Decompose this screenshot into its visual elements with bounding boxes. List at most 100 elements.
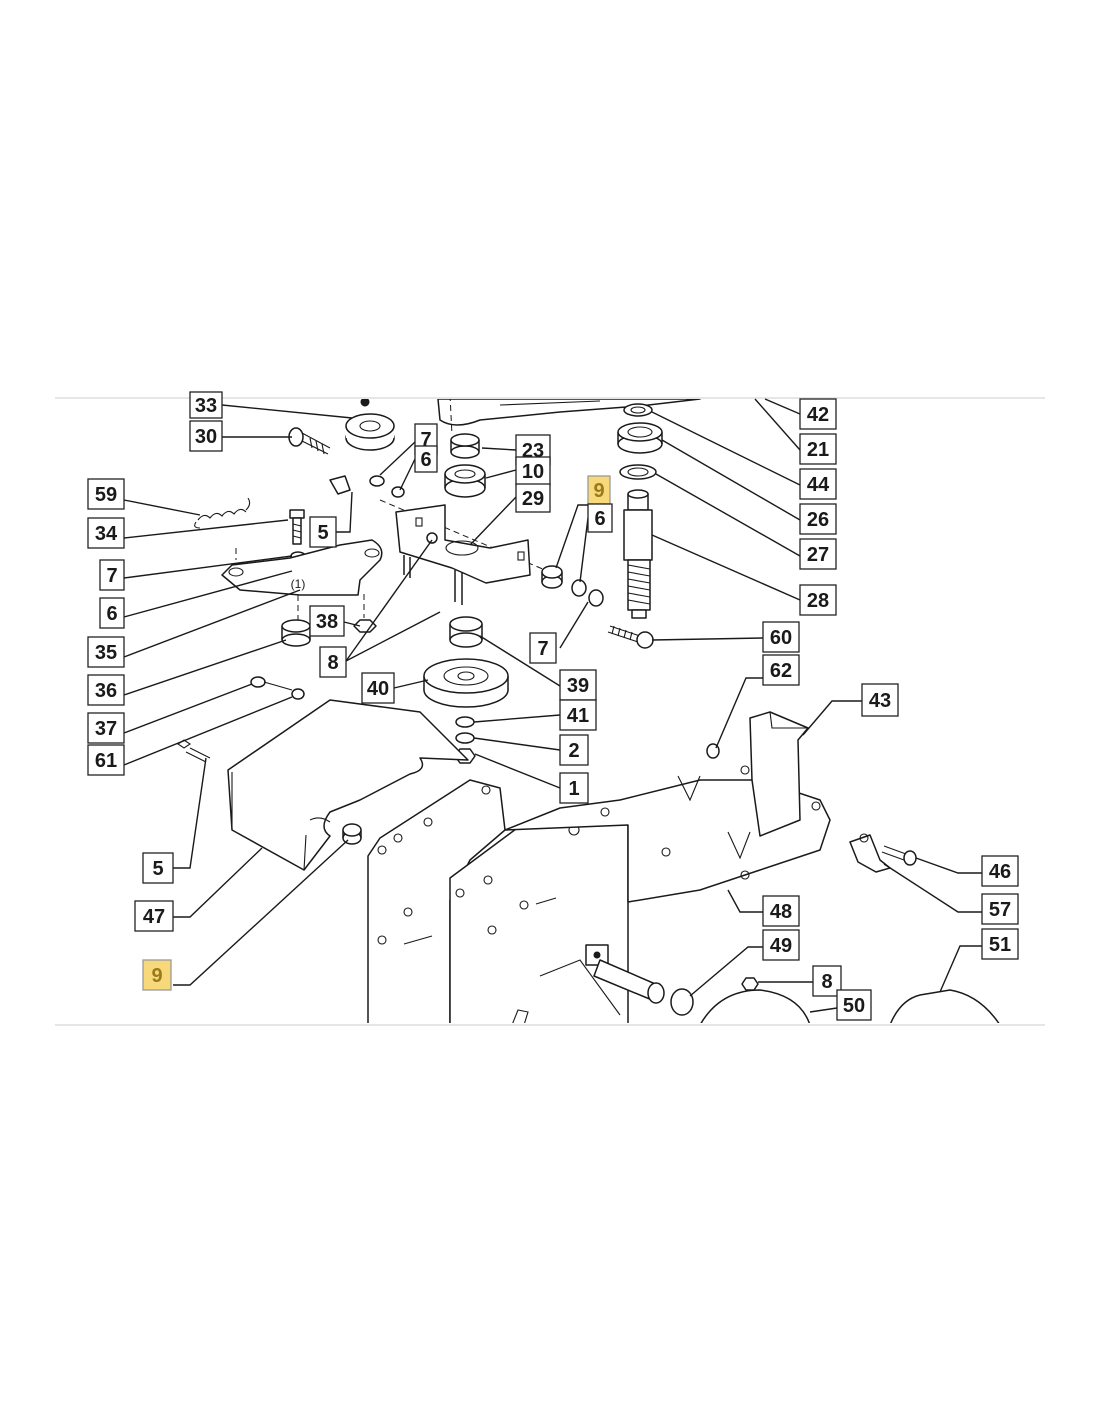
callout-number: 37 [95, 718, 117, 740]
callout-number: 1 [568, 778, 579, 800]
callout-box [87, 744, 125, 776]
callout-box [559, 669, 597, 701]
callout-label-43: 43 [861, 683, 899, 717]
callout-box [134, 900, 174, 932]
screw-37-part [250, 676, 266, 688]
callout-label-10: 10 [515, 456, 551, 486]
callout-box [799, 398, 837, 430]
frame-bottom-border [55, 1024, 1045, 1026]
washer-42-part [623, 403, 653, 417]
washer-7-top [369, 475, 385, 487]
bracket-57-part [849, 834, 891, 873]
callout-number: 40 [367, 678, 389, 700]
callout-box [559, 772, 589, 804]
callout-label-62: 62 [762, 654, 800, 686]
callout-label-21: 21 [799, 433, 837, 465]
bushing-39-part [449, 616, 483, 648]
chassis-beam-48-part [504, 779, 831, 903]
callout-number: 10 [522, 461, 544, 483]
callout-label-29: 29 [515, 483, 551, 513]
callout-box [836, 989, 872, 1021]
lever-plate-35-part [221, 539, 383, 596]
bolt-34-part [289, 509, 305, 545]
washer-41-part [455, 716, 475, 728]
callout-label-26: 26 [799, 503, 837, 535]
callout-box [981, 928, 1019, 960]
callout-box [142, 852, 174, 884]
leader-lines [123, 398, 982, 1013]
bolt-5-top [329, 475, 351, 495]
callout-number: 43 [869, 690, 891, 712]
housing-51-part [890, 989, 1000, 1023]
washer-7-mid [588, 589, 604, 607]
callout-label-39: 39 [559, 669, 597, 701]
callout-label-6c: 6 [587, 503, 613, 533]
callout-label-9a: 9 [587, 475, 611, 505]
washer-49-part [670, 988, 694, 1016]
callout-number: 38 [316, 611, 338, 633]
callout-number: 34 [95, 523, 118, 545]
callout-number: 26 [807, 509, 829, 531]
callout-label-6b: 6 [99, 597, 125, 629]
callout-number: 61 [95, 750, 117, 772]
callout-box [309, 605, 345, 637]
callout-number: 49 [770, 935, 792, 957]
callout-box [799, 503, 837, 535]
nut-8-bottom-part [741, 977, 759, 991]
callout-label-38: 38 [309, 605, 345, 637]
callout-number: 50 [843, 995, 865, 1017]
frame-top-border [55, 397, 1045, 399]
callout-number: 28 [807, 590, 829, 612]
callout-box [587, 503, 613, 533]
callout-label-2: 2 [559, 734, 589, 766]
callout-label-34: 34 [87, 517, 125, 549]
callout-box [762, 654, 800, 686]
bolt-30-part [288, 427, 331, 455]
callout-number: 8 [821, 971, 832, 993]
bolt-60-part [607, 625, 654, 649]
callout-label-35: 35 [87, 636, 125, 668]
callout-number: 33 [195, 395, 217, 417]
callout-box [87, 712, 125, 744]
callout-box [319, 646, 347, 678]
callout-number: 62 [770, 660, 792, 682]
callout-number: 9 [593, 480, 604, 502]
nut-6-top [391, 486, 405, 498]
bracket-29-part [395, 504, 531, 584]
callout-box [309, 516, 337, 548]
callout-label-42: 42 [799, 398, 837, 430]
callout-number: 60 [770, 627, 792, 649]
callout-label-28: 28 [799, 584, 837, 616]
callout-box [189, 391, 223, 419]
callout-number: 27 [807, 544, 829, 566]
callout-label-6a: 6 [414, 445, 438, 473]
callout-label-30: 30 [189, 420, 223, 452]
bracket-43-part [749, 711, 809, 837]
callout-number: 41 [567, 705, 589, 727]
callout-box [559, 699, 597, 731]
upper-frame-bar [437, 399, 701, 426]
spacer-9-top-part [541, 565, 563, 589]
callout-label-51: 51 [981, 928, 1019, 960]
housing-50-part [700, 989, 810, 1023]
callout-number: 30 [195, 426, 217, 448]
callout-box [87, 478, 125, 510]
callout-number: 36 [95, 680, 117, 702]
callout-box [142, 959, 172, 991]
callout-box [87, 517, 125, 549]
callout-number: 39 [567, 675, 589, 697]
callout-label-8a: 8 [319, 646, 347, 678]
callout-label-9b: 9 [142, 959, 172, 991]
callout-number: 8 [327, 652, 338, 674]
spacer-9-bottom-part [342, 823, 362, 845]
upper-frame-edge [499, 400, 601, 406]
callout-number: 7 [106, 565, 117, 587]
callout-number: 42 [807, 404, 829, 426]
callout-box [515, 456, 551, 486]
callout-number: 6 [420, 449, 431, 471]
callout-number: 2 [568, 740, 579, 762]
callout-box [414, 445, 438, 473]
callout-label-49: 49 [762, 929, 800, 961]
callout-number: 29 [522, 488, 544, 510]
